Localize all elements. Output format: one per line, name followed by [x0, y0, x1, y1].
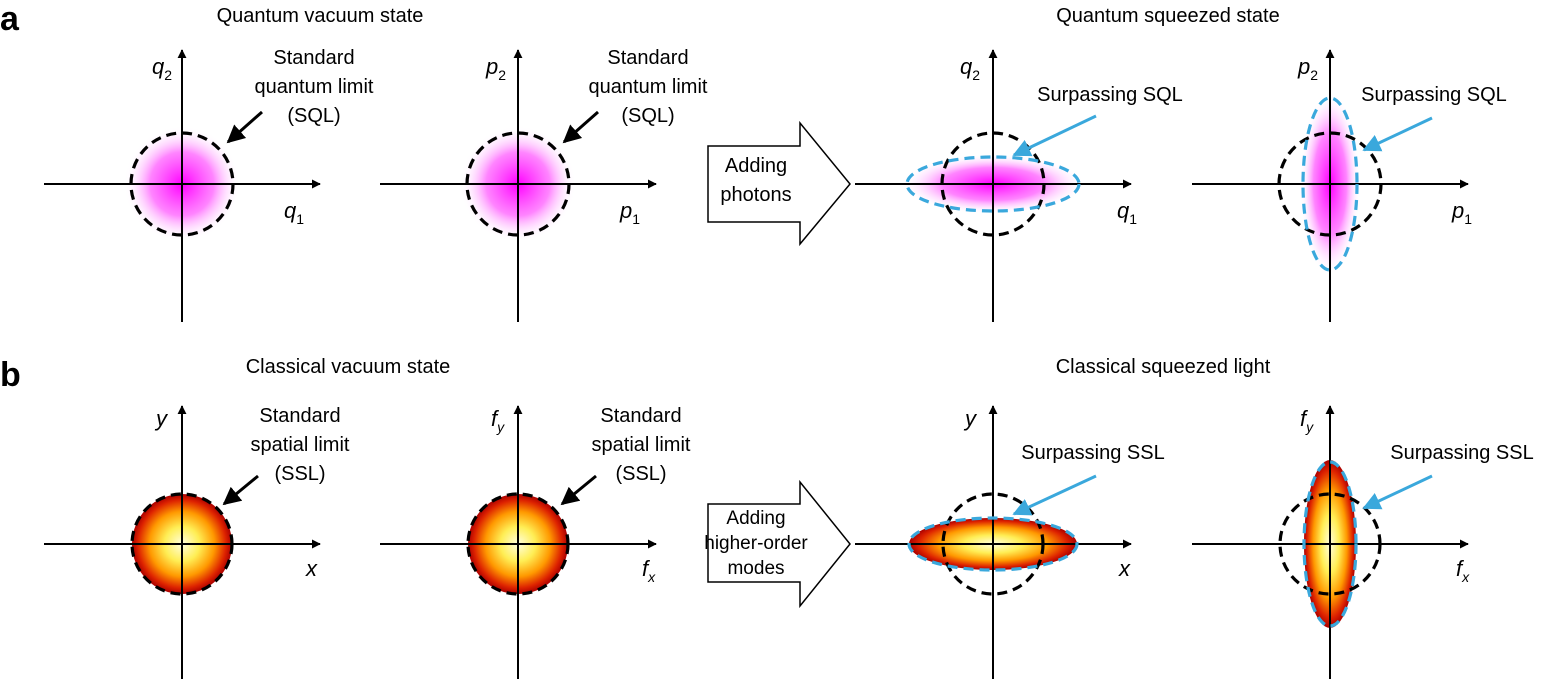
pointer-arrow [1362, 116, 1433, 152]
note-line-1: Standard [607, 47, 688, 69]
y-axis-label: fy [491, 406, 505, 435]
note-line-1: Standard [273, 47, 354, 69]
title-quantum-vacuum: Quantum vacuum state [217, 5, 424, 27]
panel-a: a Quantum vacuum state Quantum squeezed … [0, 0, 1507, 322]
surpassing-ellipse [907, 516, 1079, 572]
x-axis-label: x [305, 556, 318, 581]
x-axis-label: q1 [284, 198, 304, 227]
x-axis-label: fx [642, 556, 656, 585]
y-axis-label: fy [1300, 406, 1314, 435]
y-axis-label: q2 [152, 54, 172, 83]
block-arrow-adding-photons: Adding photons [707, 120, 851, 247]
arrow-label-line-2: photons [720, 184, 791, 206]
title-quantum-squeezed: Quantum squeezed state [1056, 5, 1279, 27]
note-surpassing-sql: Surpassing SQL [1361, 84, 1507, 106]
pointer-arrow [1362, 474, 1433, 510]
x-axis-label: fx [1456, 556, 1470, 585]
y-axis-label: y [963, 406, 978, 431]
pointer-arrow [226, 110, 263, 144]
x-axis-label: x [1118, 556, 1131, 581]
ssl-circle [130, 492, 234, 596]
note-surpassing-ssl: Surpassing SSL [1390, 442, 1533, 464]
plot-a4-squeezed-p: p2 p1 Surpassing SQL [1192, 49, 1507, 322]
y-axis-label: y [154, 406, 169, 431]
note-line-3: (SQL) [621, 105, 674, 127]
title-classical-squeezed: Classical squeezed light [1056, 356, 1271, 378]
surpassing-ellipse [1301, 96, 1359, 272]
block-arrow-adding-modes: Adding higher-order modes [704, 479, 851, 609]
plot-b2-vacuum-f: fy fx Standard spatial limit (SSL) [380, 405, 691, 679]
note-line-1: Standard [259, 405, 340, 427]
note-line-2: quantum limit [255, 76, 374, 98]
y-axis-label: p2 [485, 54, 506, 83]
ssl-circle [941, 492, 1045, 596]
note-surpassing-ssl: Surpassing SSL [1021, 442, 1164, 464]
note-line-1: Standard [600, 405, 681, 427]
block-arrow-shape [707, 120, 851, 247]
x-axis-label: p1 [1451, 198, 1472, 227]
y-axis-label: q2 [960, 54, 980, 83]
plot-b3-squeezed-xy: y x Surpassing SSL [855, 405, 1165, 679]
surpassing-ellipse [905, 155, 1081, 213]
sql-circle [129, 131, 235, 237]
arrow-label-line-2: higher-order [704, 533, 808, 554]
ssl-circle [466, 492, 570, 596]
note-line-2: quantum limit [589, 76, 708, 98]
plot-a2-vacuum-p: p2 p1 Standard quantum limit (SQL) [380, 47, 708, 322]
note-line-2: spatial limit [251, 434, 350, 456]
arrow-label-line-1: Adding [726, 508, 785, 529]
panel-letter-a: a [0, 0, 20, 38]
title-classical-vacuum: Classical vacuum state [246, 356, 451, 378]
arrow-label-line-3: modes [727, 558, 784, 579]
plot-b1-vacuum-xy: y x Standard spatial limit (SSL) [44, 405, 350, 679]
note-line-3: (SQL) [287, 105, 340, 127]
note-line-3: (SSL) [615, 463, 666, 485]
plot-a1-vacuum-q: q2 q1 Standard quantum limit (SQL) [44, 47, 374, 322]
sql-circle [1277, 131, 1383, 237]
sql-circle [940, 131, 1046, 237]
panel-letter-b: b [0, 356, 21, 394]
block-arrow-shape [707, 479, 851, 609]
plot-a3-squeezed-q: q2 q1 Surpassing SQL [855, 49, 1183, 322]
note-surpassing-sql: Surpassing SQL [1037, 84, 1183, 106]
pointer-arrow [562, 110, 599, 144]
note-line-3: (SSL) [274, 463, 325, 485]
pointer-arrow [222, 474, 259, 506]
x-axis-label: p1 [619, 198, 640, 227]
sql-circle [465, 131, 571, 237]
x-axis-label: q1 [1117, 198, 1137, 227]
pointer-arrow [1012, 474, 1097, 516]
pointer-arrow [560, 474, 597, 506]
surpassing-ellipse [1302, 460, 1358, 628]
plot-b4-squeezed-f: fy fx Surpassing SSL [1192, 405, 1534, 679]
panel-b: b Classical vacuum state Classical squee… [0, 356, 1534, 679]
ssl-circle [1278, 492, 1382, 596]
pointer-arrow [1012, 114, 1097, 157]
y-axis-label: p2 [1297, 54, 1318, 83]
arrow-label-line-1: Adding [725, 155, 787, 177]
note-line-2: spatial limit [592, 434, 691, 456]
